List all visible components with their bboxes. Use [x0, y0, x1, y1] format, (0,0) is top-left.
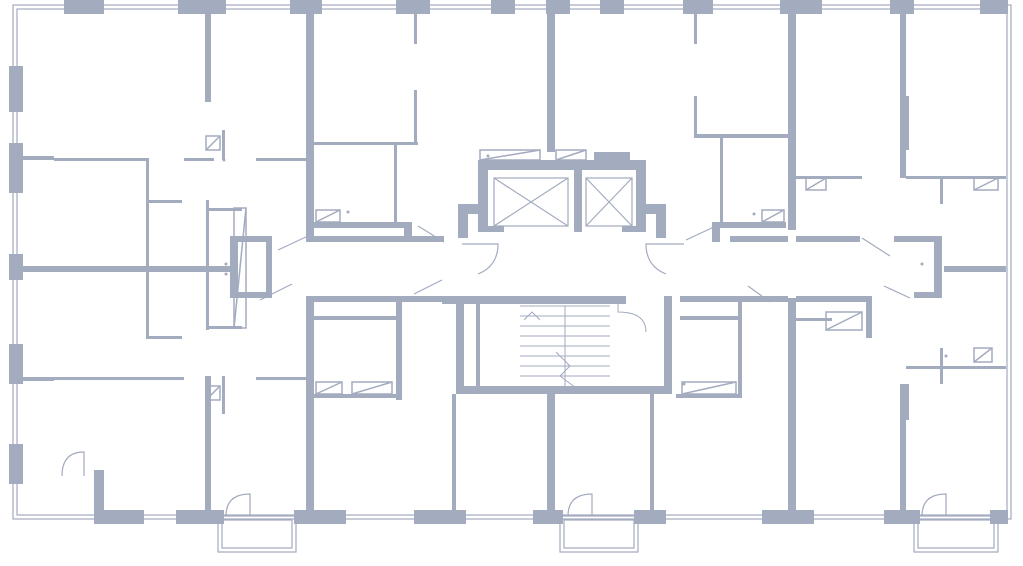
- balcony-3: [913, 493, 999, 553]
- balcony-1: [217, 493, 297, 553]
- door-apt-mid-4: [747, 285, 771, 303]
- door-core-right: [645, 243, 684, 275]
- elevator-core-walls: [458, 152, 666, 238]
- door-apt-right-1: [861, 237, 891, 257]
- balconies: [217, 493, 999, 553]
- stairs: [476, 304, 647, 389]
- structural-walls: [20, 12, 1006, 514]
- balcony-2: [559, 493, 639, 553]
- doors: [61, 225, 911, 477]
- door-entry-left: [61, 451, 85, 477]
- door-apt-right-2: [883, 285, 911, 299]
- ventilation-shafts: [205, 135, 999, 401]
- door-apt-mid-3: [685, 225, 717, 241]
- elevator-shaft-right: [585, 177, 633, 227]
- core: [442, 152, 672, 394]
- door-apt-left-1: [277, 235, 309, 251]
- elevator-shaft-left: [493, 177, 569, 227]
- interior-partitions: [54, 14, 1006, 510]
- stairwell-walls: [442, 296, 672, 394]
- door-apt-mid-1: [417, 225, 445, 243]
- door-apt-left-2: [259, 283, 293, 301]
- fixture-dots: [222, 154, 948, 386]
- door-apt-mid-2: [413, 279, 443, 295]
- door-core-left: [462, 243, 499, 275]
- building-outline: [12, 4, 1012, 520]
- exterior-piers: [9, 0, 1008, 524]
